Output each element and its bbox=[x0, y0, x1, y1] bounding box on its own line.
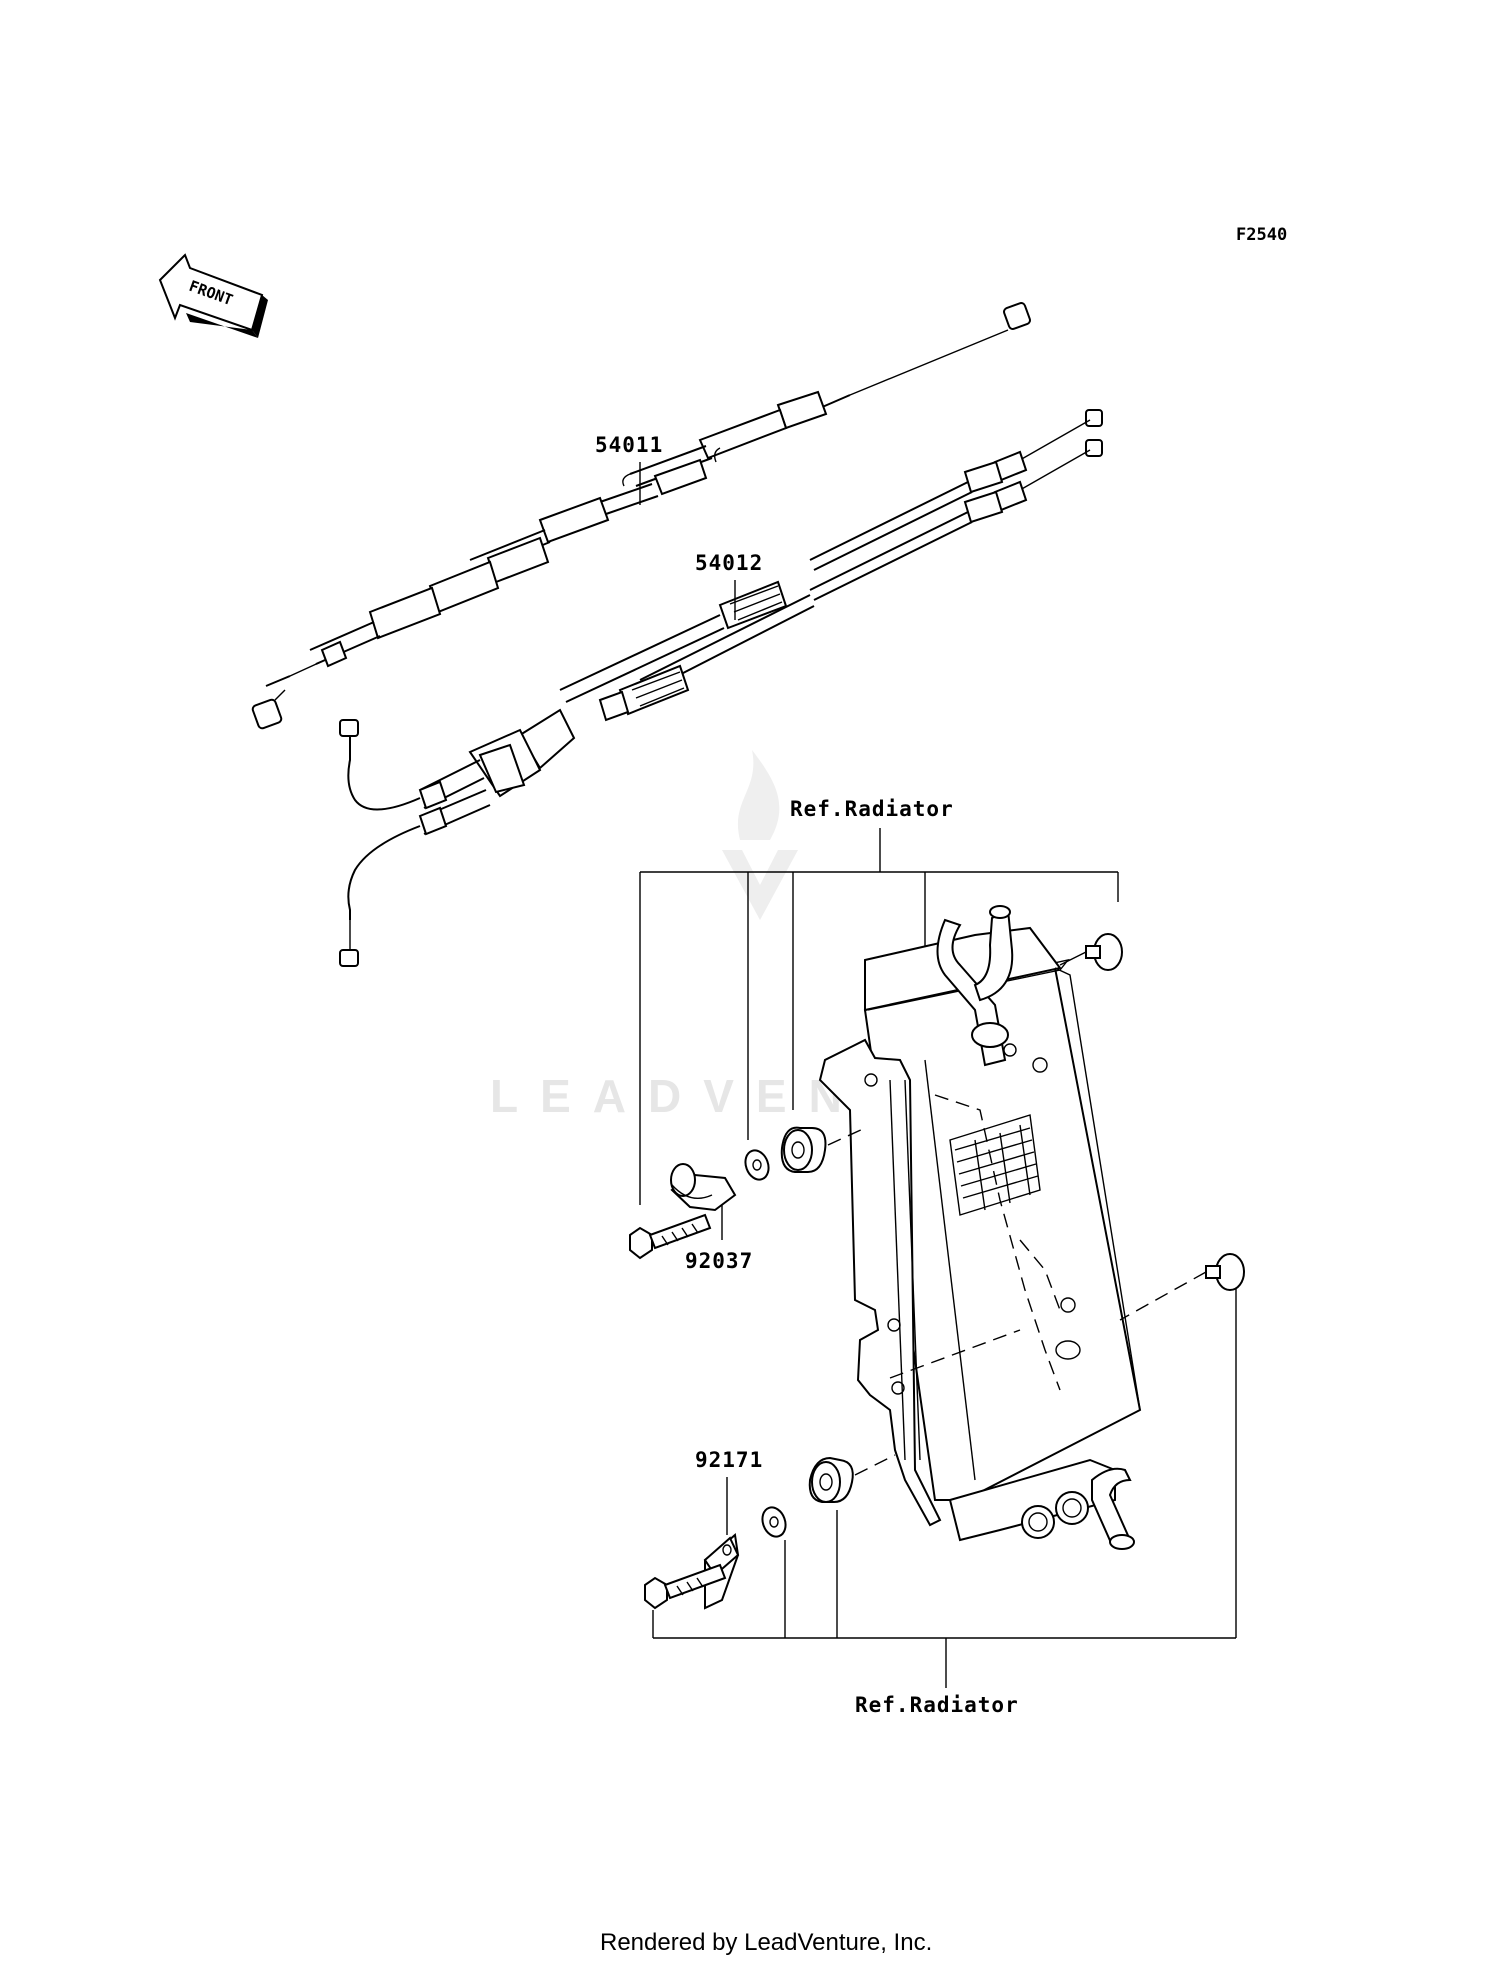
front-arrow-icon: FRONT bbox=[158, 253, 268, 338]
throttle-cable-54012 bbox=[339, 409, 1103, 967]
mount-hardware-upper bbox=[629, 1126, 866, 1260]
ref-radiator-bottom: Ref.Radiator bbox=[855, 1693, 1019, 1717]
grommet-collar-bottom-right bbox=[1119, 1253, 1245, 1321]
callout-92037: 92037 bbox=[685, 1249, 753, 1273]
throttle-cable-54011 bbox=[251, 302, 1031, 730]
mount-hardware-lower bbox=[644, 1454, 896, 1610]
callout-92171: 92171 bbox=[695, 1448, 763, 1472]
radiator bbox=[818, 905, 1142, 1550]
grommet-collar-top-right bbox=[1059, 933, 1123, 971]
diagram-code: F2540 bbox=[1236, 225, 1287, 245]
ref-bracket-top bbox=[639, 828, 1119, 1205]
callout-54011: 54011 bbox=[595, 433, 663, 457]
callout-54012: 54012 bbox=[695, 551, 763, 575]
ref-bracket-bottom bbox=[652, 1285, 1237, 1688]
ref-radiator-top: Ref.Radiator bbox=[790, 797, 954, 821]
footer-credit: Rendered by LeadVenture, Inc. bbox=[600, 1929, 932, 1956]
